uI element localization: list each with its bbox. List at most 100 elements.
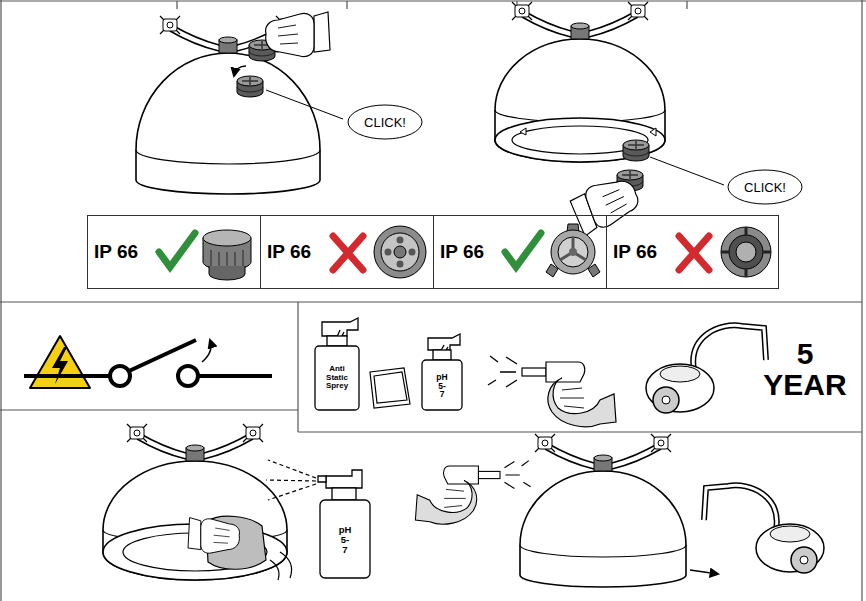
vent-plug-side	[203, 230, 251, 246]
vent-plug-tabs	[546, 224, 600, 277]
open-arrow	[202, 340, 211, 362]
vent-plug-ring	[721, 227, 771, 277]
dome-luminaire	[495, 39, 665, 162]
callout-text: CLICK!	[364, 115, 406, 130]
dome-luminaire	[136, 150, 320, 164]
vent-plug-tabs	[560, 237, 586, 260]
bottle-label: Anti Static Sprey	[326, 365, 348, 390]
spray-bottle	[315, 346, 359, 410]
frame-line	[0, 1, 866, 9]
dome-luminaire	[103, 461, 287, 580]
vent-plug-top	[381, 233, 419, 271]
vacuum-cleaner	[704, 485, 824, 573]
nozzle-arrow	[690, 570, 718, 574]
vent-plug-ring	[721, 227, 771, 277]
table-cell: IP 66	[433, 215, 607, 289]
spray-bottle	[320, 500, 370, 578]
cross-mark	[333, 236, 363, 270]
switch-symbol	[198, 374, 272, 378]
hazard-triangle	[52, 347, 68, 384]
dome-luminaire	[495, 118, 665, 162]
spray-bottle	[318, 476, 326, 482]
warranty-text: 5 YEAR	[763, 338, 846, 401]
vent-plug-tabs	[558, 237, 588, 267]
air-blower	[415, 461, 530, 525]
cloth	[374, 372, 407, 403]
vent-plug-top	[409, 249, 416, 256]
vent-plug-top	[374, 226, 426, 278]
callout-text: CLICK!	[744, 180, 786, 195]
dome-luminaire	[495, 39, 665, 162]
rating-text: IP 66	[94, 241, 138, 263]
rating-text: IP 66	[267, 241, 311, 263]
dome-luminaire	[103, 461, 287, 580]
table-cell: IP 66	[87, 215, 261, 289]
rating-text: IP 66	[440, 241, 484, 263]
dome-luminaire	[136, 53, 320, 194]
check-mark	[505, 233, 541, 267]
spray-bottle	[422, 360, 462, 410]
spray-bottle	[326, 470, 362, 488]
cloth	[370, 368, 410, 408]
spray-mist	[266, 460, 316, 500]
mounting-bracket	[127, 424, 263, 461]
vent-plug-ring	[736, 242, 756, 262]
bottle-label: pH 5-7	[436, 373, 447, 400]
vent-plug-tabs	[569, 248, 577, 256]
vent-plug-top	[397, 261, 404, 268]
vent-plug-ring	[729, 235, 763, 269]
insert-arrow	[234, 66, 246, 76]
dome-luminaire	[520, 471, 686, 587]
table-cell: IP 66	[606, 215, 779, 289]
frame-line	[0, 302, 862, 432]
spray-bottle	[433, 350, 451, 360]
vacuum-cleaner	[646, 325, 766, 413]
spray-bottle	[327, 336, 347, 346]
vent-plug-tabs	[546, 224, 600, 277]
spray-bottle	[422, 334, 462, 410]
hand	[188, 518, 240, 554]
rating-text: IP 66	[613, 241, 657, 263]
hazard-triangle	[30, 336, 90, 388]
spray-bottle	[315, 318, 359, 410]
vent-plug-side	[209, 266, 245, 280]
leader-line	[266, 90, 343, 119]
mounting-bracket	[535, 434, 671, 471]
dome-luminaire	[520, 128, 656, 136]
vent-plug	[623, 140, 649, 161]
hand	[188, 518, 240, 554]
callout-outline	[348, 105, 422, 139]
dome-luminaire	[520, 471, 686, 587]
cloth	[370, 368, 410, 408]
switch-symbol	[178, 366, 198, 386]
hazard-triangle	[30, 336, 90, 388]
vent-plug-tabs	[551, 230, 595, 274]
switch-symbol	[110, 366, 130, 386]
spray-bottle	[332, 488, 356, 500]
vent-plug	[237, 76, 263, 97]
air-blower	[415, 461, 530, 525]
vent-plug-top	[385, 249, 392, 256]
spray-mist	[266, 460, 316, 500]
dome-luminaire	[136, 53, 320, 194]
callout-ellipse: CLICK!	[347, 104, 423, 140]
cross-mark	[679, 236, 709, 270]
switch-symbol	[24, 340, 272, 386]
vent-plug-side	[203, 230, 251, 280]
vent-plug-top	[397, 237, 404, 244]
dome-luminaire	[520, 545, 686, 557]
air-blower	[488, 356, 616, 427]
table-cell: IP 66	[260, 215, 434, 289]
callout-ellipse: CLICK!	[727, 169, 803, 205]
check-mark	[159, 233, 195, 267]
vacuum-cleaner	[704, 485, 824, 573]
motion-line	[270, 552, 292, 580]
mounting-bracket	[512, 2, 648, 39]
hand	[266, 12, 330, 57]
vent-plug-ring	[721, 227, 771, 277]
